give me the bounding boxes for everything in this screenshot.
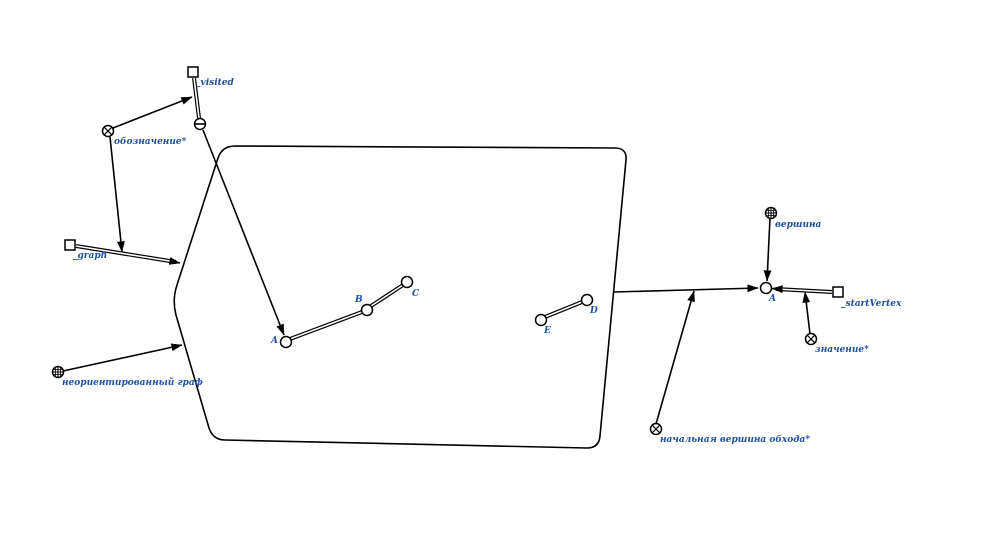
- vertex-c-label: C: [412, 289, 420, 299]
- vertex-c-node[interactable]: [400, 275, 414, 289]
- graph-label: _graph: [73, 251, 107, 261]
- arc-contour-a-right[interactable]: [612, 284, 759, 293]
- arc-znachenie[interactable]: [802, 291, 811, 335]
- arc-start-traversal[interactable]: [655, 290, 695, 425]
- oboznachenie-label: обозначение*: [114, 136, 187, 147]
- arc-oboznachenie-graph-edge[interactable]: [109, 136, 125, 253]
- vertex-d-node[interactable]: [580, 293, 594, 307]
- edge-e-d[interactable]: [544, 300, 583, 319]
- visited-set-node[interactable]: [193, 117, 207, 131]
- arc-undirected-graph[interactable]: [62, 343, 183, 372]
- vertex-a-label: A: [270, 336, 278, 346]
- vertex-b-label: B: [354, 295, 363, 305]
- startvertex-label: _startVertex: [841, 299, 902, 309]
- vertex-e-node[interactable]: [534, 313, 548, 327]
- vershina-label: вершина: [775, 220, 822, 230]
- vertex-d-label: D: [589, 306, 598, 316]
- vershina-class-node[interactable]: [764, 206, 778, 220]
- vertex-a-right-label: A: [768, 294, 776, 304]
- start-traversal-label: начальная вершина обхода*: [660, 434, 810, 445]
- edge-b-c[interactable]: [369, 283, 405, 308]
- start-traversal-relation-node[interactable]: [649, 422, 663, 436]
- undirected-graph-label: неориентированный граф: [62, 377, 203, 388]
- vertex-e-label: E: [543, 326, 551, 336]
- edge-graph-contour[interactable]: [75, 244, 181, 265]
- oboznachenie-relation-node[interactable]: [101, 124, 115, 138]
- edge-visited-set[interactable]: [192, 77, 201, 119]
- graph-contour[interactable]: [173, 145, 627, 449]
- startvertex-variable-node[interactable]: [832, 286, 844, 298]
- znachenie-relation-node[interactable]: [804, 332, 818, 346]
- undirected-graph-class-node[interactable]: [51, 365, 65, 379]
- visited-variable-node[interactable]: [187, 66, 199, 78]
- graph-variable-node[interactable]: [64, 239, 76, 251]
- arc-set-a[interactable]: [202, 129, 285, 336]
- vertex-a-node[interactable]: [279, 335, 293, 349]
- vertex-a-right-node[interactable]: [759, 281, 773, 295]
- edge-startvertex-a[interactable]: [771, 285, 833, 294]
- edge-a-b[interactable]: [289, 310, 363, 341]
- arc-oboznachenie-visited[interactable]: [112, 96, 193, 129]
- arc-vershina-a[interactable]: [763, 217, 772, 282]
- vertex-b-node[interactable]: [360, 303, 374, 317]
- znachenie-label: значение*: [815, 345, 869, 355]
- visited-label: _visited: [196, 78, 235, 88]
